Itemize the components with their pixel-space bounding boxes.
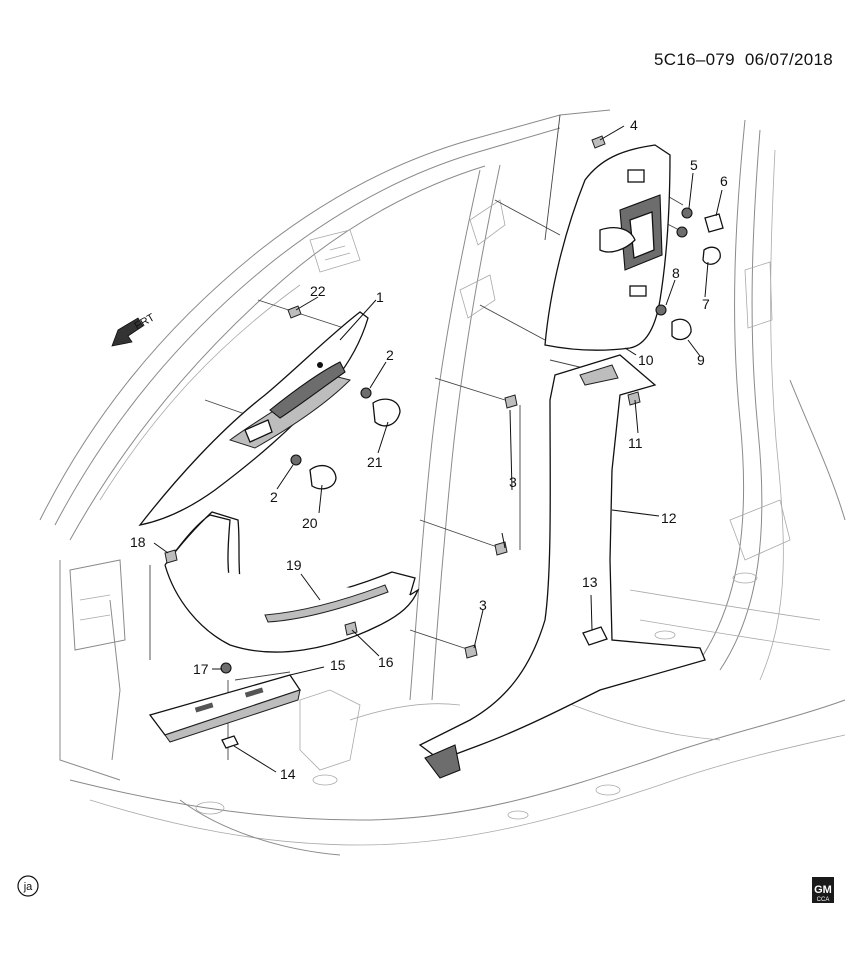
callout-10: 10 [638, 352, 654, 368]
gm-logo-line1: GM [814, 884, 832, 896]
callout-17: 17 [193, 661, 209, 677]
frt-label: FRT [133, 311, 158, 332]
diagram-date: 06/07/2018 [744, 50, 833, 69]
callout-18: 18 [130, 534, 146, 550]
callout-3a: 3 [509, 474, 517, 490]
callout-19: 19 [286, 557, 302, 573]
callout-numbers: 1 2 2 3 3 4 5 6 7 8 9 10 11 12 13 14 15 … [130, 117, 728, 782]
fasteners [164, 135, 724, 749]
center-pillar-lower-trim [418, 354, 706, 779]
callout-11: 11 [628, 435, 643, 451]
callout-15: 15 [330, 657, 346, 673]
diagram-code: 5C16–079 [654, 50, 735, 69]
callout-20: 20 [302, 515, 318, 531]
callout-3b: 3 [479, 597, 487, 613]
front-direction-arrow: FRT [111, 311, 158, 347]
callout-13: 13 [582, 574, 598, 590]
reference-lines [149, 114, 684, 760]
callout-21: 21 [367, 454, 383, 470]
windshield-pillar-trim [138, 311, 369, 526]
gm-logo: GM CCA [812, 877, 834, 903]
callout-12: 12 [661, 510, 677, 526]
callout-22: 22 [310, 283, 326, 299]
kick-panel-sill-trim [164, 511, 420, 653]
footer-mark-label: ja [23, 881, 33, 893]
callout-leaders [153, 125, 723, 773]
callout-5: 5 [690, 157, 698, 173]
callout-16: 16 [378, 654, 394, 670]
footer-mark: ja [17, 875, 39, 897]
callout-4: 4 [630, 117, 638, 133]
gm-logo-line2: CCA [817, 897, 830, 903]
callout-1: 1 [376, 289, 384, 305]
sill-plate [148, 674, 302, 743]
center-pillar-upper-trim [544, 144, 671, 351]
vehicle-body-outline [39, 109, 846, 856]
callout-2a: 2 [386, 347, 394, 363]
callout-14: 14 [280, 766, 296, 782]
callout-7: 7 [702, 296, 710, 312]
diagram-header: 5C16–079 06/07/2018 [654, 50, 833, 70]
callout-6: 6 [720, 173, 728, 189]
callout-8: 8 [672, 265, 680, 281]
callout-2b: 2 [270, 489, 278, 505]
callout-9: 9 [697, 352, 705, 368]
